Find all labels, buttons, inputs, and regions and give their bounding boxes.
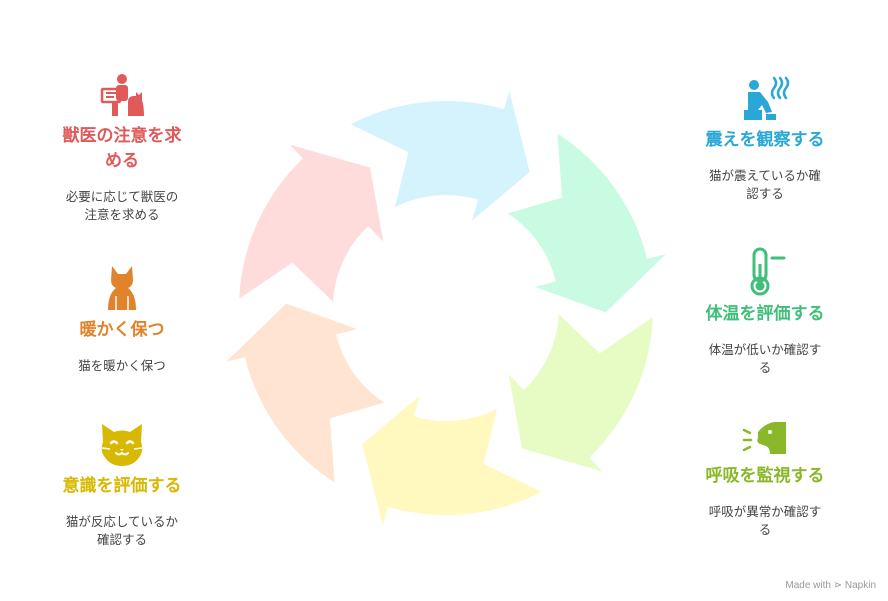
step-assess-consciousness: 意識を評価する 猫が反応しているか 確認する [46, 420, 198, 549]
step-title: 震えを観察する [705, 130, 825, 150]
step-description: 猫が震えているか確 認する [709, 168, 821, 201]
step-description: 体温が低いか確認す る [708, 342, 822, 375]
step-assess-temperature: 体温を評価する 体温が低いか確認す る [690, 246, 840, 377]
step-description: 猫が反応しているか 確認する [65, 514, 179, 547]
arrow-consciousness [360, 391, 545, 531]
step-description: 呼吸が異常か確認す る [708, 504, 822, 537]
sitting-cat-icon [108, 266, 136, 310]
step-title: 呼吸を監視する [705, 466, 825, 486]
arrow-temperature [504, 130, 671, 315]
step-title: 獣医の注意を求 める [62, 126, 182, 171]
step-observe-shivering: 震えを観察する 猫が震えているか確 認する [690, 76, 840, 203]
thermometer-icon [750, 247, 786, 296]
step-description: 必要に応じて獣医の 注意を求める [65, 189, 179, 222]
cat-face-icon [101, 424, 143, 466]
step-description: 猫を暖かく保つ [78, 358, 166, 373]
vet-person-cat-icon [100, 74, 144, 116]
step-seek-vet: 獣医の注意を求 める 必要に応じて獣医の 注意を求める [46, 72, 198, 224]
step-title: 暖かく保つ [79, 320, 165, 340]
arrow-shivering [347, 85, 532, 225]
arrow-vet [237, 141, 386, 306]
arrow-warm [221, 301, 388, 486]
step-title: 体温を評価する [705, 304, 825, 324]
person-shivering-icon [744, 76, 790, 120]
napkin-watermark: Made with ⋗ Napkin [785, 580, 876, 591]
step-keep-warm: 暖かく保つ 猫を暖かく保つ [46, 262, 198, 375]
breathing-icon [742, 422, 786, 454]
arrow-breathing [506, 310, 655, 475]
step-monitor-breathing: 呼吸を監視する 呼吸が異常か確認す る [690, 418, 840, 539]
step-title: 意識を評価する [62, 476, 182, 496]
